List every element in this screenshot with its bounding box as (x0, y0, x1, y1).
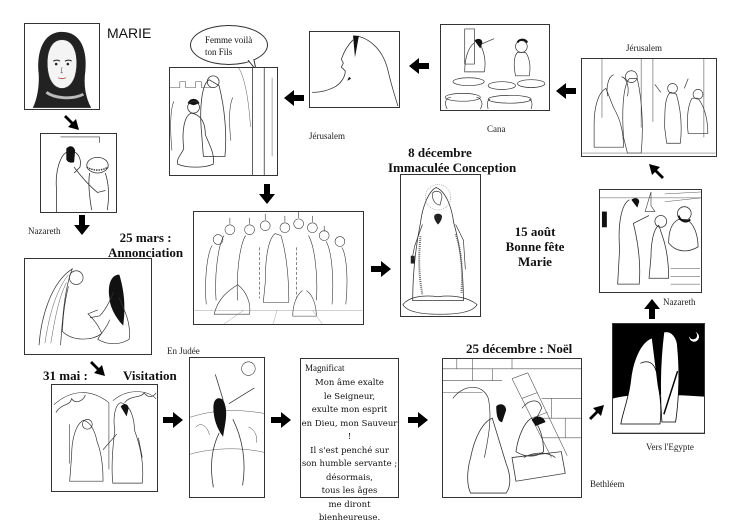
arrow-down-icon (256, 183, 278, 205)
heading-visitation-date: 31 mai : (43, 368, 88, 383)
arrow-up-icon (641, 298, 663, 320)
magnificat-text: Mon âme exalte le Seigneur, exulte mon e… (301, 378, 398, 523)
annonciation-illustration (38, 267, 130, 346)
heading-immaculee: 8 décembre Immaculée Conception (388, 145, 517, 175)
scene-pentecote (193, 211, 364, 325)
heading-immaculee-name: Immaculée Conception (388, 160, 517, 175)
heading-immaculee-date: 8 décembre (408, 145, 472, 160)
arrow-left-icon (555, 80, 577, 102)
place-label-cana: Cana (487, 124, 506, 134)
page-title: MARIE (107, 25, 152, 41)
place-label-bethleem: Bethléem (590, 479, 625, 489)
temple-illustration (582, 59, 716, 154)
scene-annonciation (24, 258, 152, 355)
heading-visitation-name: Visitation (123, 368, 177, 383)
cana-illustration (444, 28, 546, 110)
scene-noel (442, 358, 582, 498)
en-judee-illustration (190, 361, 264, 488)
heading-assomption-line3: Marie (518, 254, 552, 269)
scene-en-judee (189, 357, 265, 498)
place-label-nazareth-right: Nazareth (663, 297, 696, 307)
calvaire-profil-illustration (312, 35, 399, 107)
scene-calvaire-profil (309, 31, 400, 108)
arrow-up-left-icon (644, 160, 666, 182)
place-label-en-judee: En Judée (167, 346, 200, 356)
scene-egypte (612, 323, 705, 434)
scene-visitation (51, 384, 158, 492)
noel-illustration (443, 359, 581, 494)
heading-annonciation: 25 mars : Annonciation (108, 230, 183, 260)
scene-portrait (24, 23, 100, 110)
speech-bubble: Femme voilà ton Fils (190, 25, 268, 65)
scene-croix (169, 67, 278, 176)
place-label-vers-egypte: Vers l'Egypte (646, 442, 694, 452)
heading-annonciation-name: Annonciation (108, 245, 184, 260)
immaculee-illustration (402, 184, 478, 315)
arrow-right-icon (407, 409, 429, 431)
heading-assomption: 15 août Bonne fête Marie (505, 224, 565, 269)
heading-noel: 25 décembre : Noël (466, 341, 573, 356)
place-label-jerusalem-right: Jérusalem (626, 43, 662, 53)
arrow-up-right-icon (587, 401, 609, 423)
magnificat-title: Magnificat (305, 363, 345, 373)
portrait-illustration (32, 31, 92, 108)
arrow-left-icon (408, 55, 430, 77)
place-label-nazareth-left: Nazareth (28, 226, 61, 236)
scene-nazareth-child (40, 133, 117, 213)
heading-assomption-date: 15 août (514, 224, 556, 239)
arrow-left-icon (283, 87, 305, 109)
arrow-down-right-icon (88, 358, 110, 380)
nazareth-family-illustration (600, 191, 701, 285)
heading-assomption-line2: Bonne fête (505, 239, 565, 254)
pentecote-illustration (194, 212, 363, 324)
visitation-illustration (53, 391, 157, 484)
scene-immaculee (400, 174, 481, 317)
arrow-down-icon (71, 214, 93, 236)
arrow-right-icon (162, 409, 184, 431)
arrow-right-icon (370, 258, 392, 280)
place-label-jerusalem-top: Jérusalem (309, 131, 345, 141)
heading-annonciation-date: 25 mars : (119, 230, 172, 245)
scene-nazareth-family (599, 189, 702, 293)
egypte-illustration (613, 324, 704, 433)
magnificat-box: Magnificat Mon âme exalte le Seigneur, e… (300, 358, 399, 523)
nazareth-child-illustration (55, 136, 109, 212)
arrow-down-right-icon (62, 112, 84, 134)
scene-cana (440, 24, 550, 111)
arrow-right-icon (270, 409, 292, 431)
scene-temple (581, 58, 717, 157)
croix-illustration (170, 68, 273, 175)
